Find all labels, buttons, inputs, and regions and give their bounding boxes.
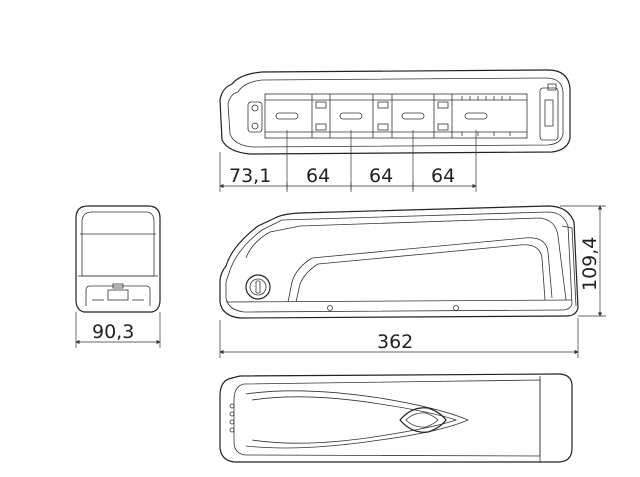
pitch-dimension-chain: 73,1 64 64 64 — [219, 130, 477, 192]
pitch-first-label: 73,1 — [229, 165, 271, 187]
height-dimension: 109,4 — [560, 205, 606, 317]
top-view — [219, 69, 571, 155]
end-view — [75, 205, 161, 313]
plan-view — [219, 373, 573, 463]
pitch-c-label: 64 — [431, 165, 455, 187]
width-dimension: 90,3 — [75, 312, 161, 348]
width-label: 90,3 — [92, 321, 134, 343]
length-label: 362 — [377, 331, 413, 353]
length-dimension: 362 — [219, 318, 579, 358]
pitch-b-label: 64 — [369, 165, 393, 187]
pitch-a-label: 64 — [306, 165, 330, 187]
height-label: 109,4 — [579, 237, 601, 291]
side-view — [219, 205, 579, 319]
